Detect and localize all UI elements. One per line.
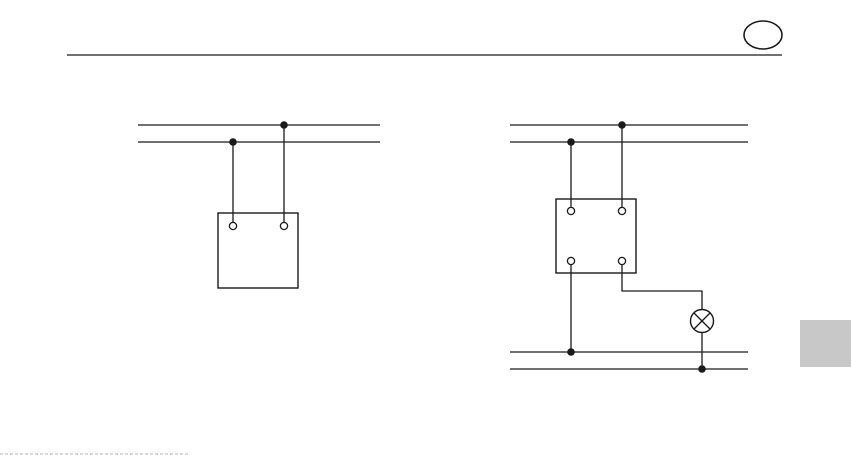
right-terminal-1	[567, 207, 574, 214]
right-terminal-4	[618, 257, 625, 264]
right-wire-4	[622, 265, 702, 309]
left-diagram	[138, 121, 380, 288]
right-junction-1	[567, 138, 575, 146]
right-junction-3	[567, 348, 575, 356]
right-junction-4	[698, 365, 706, 373]
left-terminal-2	[280, 222, 287, 229]
right-terminal-3	[567, 257, 574, 264]
left-junction-2	[280, 121, 288, 129]
right-junction-2	[618, 121, 626, 129]
side-tab	[800, 320, 851, 367]
left-terminal-1	[229, 222, 236, 229]
header-badge	[744, 21, 782, 49]
right-terminal-2	[618, 207, 625, 214]
right-diagram	[510, 121, 748, 373]
left-junction-1	[229, 138, 237, 146]
